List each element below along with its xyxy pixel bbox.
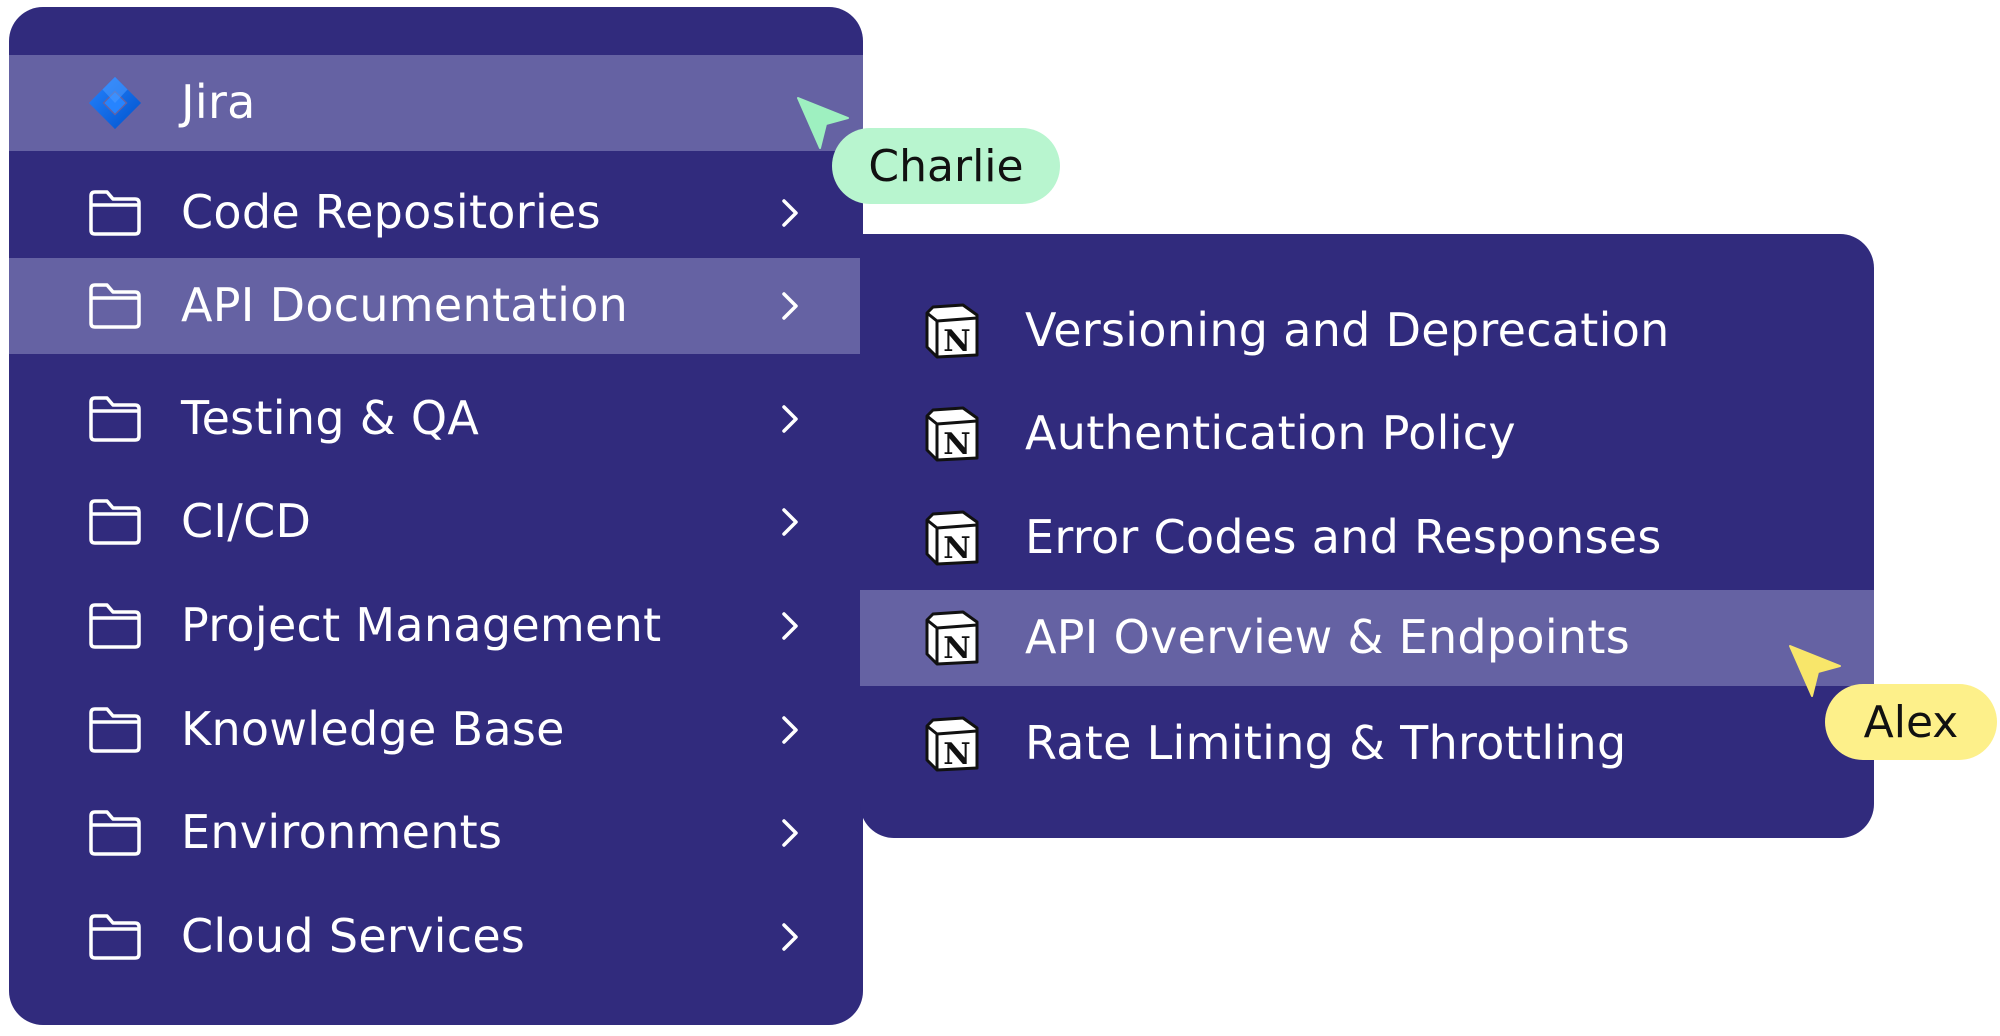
menu-item-label: Knowledge Base xyxy=(181,701,565,756)
menu-item-cloud-services[interactable]: Cloud Services xyxy=(9,889,863,985)
submenu-item-rate-limiting-throttling[interactable]: N Rate Limiting & Throttling xyxy=(860,696,1874,792)
menu-item-label: Project Management xyxy=(181,597,662,652)
chevron-right-icon xyxy=(782,612,798,640)
notion-icon: N xyxy=(925,510,979,566)
folder-icon xyxy=(87,278,143,334)
menu-item-label: Jira xyxy=(181,74,256,129)
menu-item-project-management[interactable]: Project Management xyxy=(9,578,863,674)
submenu-item-api-overview-endpoints[interactable]: N API Overview & Endpoints xyxy=(860,590,1874,686)
menu-item-label: API Documentation xyxy=(181,277,629,332)
chevron-right-icon xyxy=(782,716,798,744)
notion-icon: N xyxy=(925,303,979,359)
menu-item-environments[interactable]: Environments xyxy=(9,785,863,881)
chevron-right-icon xyxy=(782,923,798,951)
submenu-item-label: Rate Limiting & Throttling xyxy=(1025,715,1627,770)
notion-icon: N xyxy=(925,610,979,666)
menu-item-knowledge-base[interactable]: Knowledge Base xyxy=(9,682,863,778)
svg-text:N: N xyxy=(943,427,970,462)
folder-icon xyxy=(87,598,143,654)
menu-item-label: Code Repositories xyxy=(181,184,601,239)
folder-icon xyxy=(87,494,143,550)
chevron-right-icon xyxy=(782,508,798,536)
submenu-item-versioning-and-deprecation[interactable]: N Versioning and Deprecation xyxy=(860,283,1874,379)
svg-text:N: N xyxy=(943,631,970,666)
folder-icon xyxy=(87,185,143,241)
menu-item-label: Testing & QA xyxy=(181,390,480,445)
menu-item-jira[interactable]: Jira xyxy=(9,55,863,151)
menu-item-label: CI/CD xyxy=(181,493,312,548)
menu-item-label: Cloud Services xyxy=(181,908,526,963)
submenu-item-authentication-policy[interactable]: N Authentication Policy xyxy=(860,386,1874,482)
folder-icon xyxy=(87,702,143,758)
submenu-item-label: Versioning and Deprecation xyxy=(1025,302,1670,357)
chevron-right-icon xyxy=(782,292,798,320)
submenu-item-error-codes-and-responses[interactable]: N Error Codes and Responses xyxy=(860,490,1874,586)
folder-icon xyxy=(87,391,143,447)
notion-icon: N xyxy=(925,716,979,772)
notion-icon: N xyxy=(925,406,979,462)
submenu-item-label: API Overview & Endpoints xyxy=(1025,609,1630,664)
chevron-right-icon xyxy=(782,405,798,433)
submenu-item-label: Authentication Policy xyxy=(1025,405,1516,460)
menu-item-label: Environments xyxy=(181,804,503,859)
menu-item-testing-qa[interactable]: Testing & QA xyxy=(9,371,863,467)
api-documentation-submenu: N Versioning and Deprecation N Authentic… xyxy=(860,234,1874,838)
jira-icon xyxy=(87,75,143,131)
cursor-arrow-icon xyxy=(1789,645,1841,697)
folder-icon xyxy=(87,909,143,965)
svg-text:N: N xyxy=(943,737,970,772)
collaborator-cursor-label: Alex xyxy=(1825,684,1997,760)
menu-item-ci-cd[interactable]: CI/CD xyxy=(9,474,863,570)
submenu-item-label: Error Codes and Responses xyxy=(1025,509,1662,564)
menu-item-code-repositories[interactable]: Code Repositories xyxy=(9,165,863,261)
svg-text:N: N xyxy=(943,324,970,359)
svg-text:N: N xyxy=(943,531,970,566)
folder-icon xyxy=(87,805,143,861)
collaborator-cursor-label: Charlie xyxy=(832,128,1060,204)
cursor-arrow-icon xyxy=(797,97,849,149)
chevron-right-icon xyxy=(782,819,798,847)
chevron-right-icon xyxy=(782,199,798,227)
main-menu: Jira Code Repositories API Documentation… xyxy=(9,7,863,1025)
menu-item-api-documentation[interactable]: API Documentation xyxy=(9,258,863,354)
